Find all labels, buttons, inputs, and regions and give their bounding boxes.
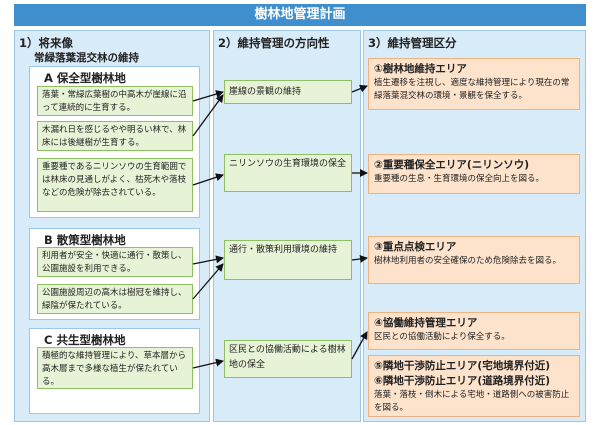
zone-collaborative-maintenance: ④協働維持管理エリア 区民との協働活動により保全する。: [368, 312, 580, 350]
panel-a-title: A 保全型樹林地: [44, 71, 126, 85]
zone-priority-inspection: ③重点点検エリア 樹林地利用者の安全確保のため危険除去を図る。: [368, 236, 580, 284]
direction-walking-environment: 通行・散策利用環境の維持: [224, 240, 352, 280]
zone-4-title: ④協働維持管理エリア: [374, 317, 478, 329]
zone-1-title: ①樹林地維持エリア: [374, 63, 467, 75]
zone-2-desc: 重要種の生息・生育環境の保全向上を図る。: [374, 174, 545, 184]
diagram-title: 樹林地管理計画: [14, 4, 586, 26]
vision-item-b1: 利用者が安全・快適に通行・散策し、公園施設を利用できる。: [37, 247, 193, 277]
direction-nirinsou-habitat: ニリンソウの生育環境の保全: [224, 154, 352, 192]
zone-2-title: ②重要種保全エリア(ニリンソウ): [374, 159, 529, 171]
vision-item-a3: 重要種であるニリンソウの生育範囲では林床の見通しがよく、枯死木や落枝などの危険が…: [37, 158, 193, 212]
panel-c-title: C 共生型樹林地: [44, 333, 126, 347]
zone-1-desc: 植生遷移を注視し、適度な維持管理により現在の常緑落葉混交林の環境・景観を保全する…: [374, 78, 570, 101]
zone-woodland-maintenance: ①樹林地維持エリア 植生遷移を注視し、適度な維持管理により現在の常緑落葉混交林の…: [368, 58, 580, 110]
zone-3-desc: 樹林地利用者の安全確保のため危険除去を図る。: [374, 256, 562, 266]
direction-collaborative-conservation: 区民との協働活動による樹林地の保全: [224, 340, 352, 378]
zone-6-title: ⑥隣地干渉防止エリア(道路境界付近): [374, 375, 550, 387]
zone-key-species-conservation: ②重要種保全エリア(ニリンソウ) 重要種の生息・生育環境の保全向上を図る。: [368, 154, 580, 194]
vision-item-c1: 積極的な維持管理により、草本層から高木層まで多様な植生が保たれている。: [37, 347, 193, 389]
col3-heading: 3）維持管理区分: [368, 36, 457, 50]
zone-5-title: ⑤隣地干渉防止エリア(宅地境界付近): [374, 360, 550, 372]
panel-b-title: B 散策型樹林地: [44, 233, 126, 247]
col1-subheading: 常緑落葉混交林の維持: [34, 52, 139, 64]
col2-heading: 2）維持管理の方向性: [218, 36, 330, 50]
vision-item-b2: 公園施設周辺の高木は樹冠を維持し、緑陰が保たれている。: [37, 284, 193, 314]
zone-neighbor-interference-prevention: ⑤隣地干渉防止エリア(宅地境界付近) ⑥隣地干渉防止エリア(道路境界付近) 落葉…: [368, 355, 580, 417]
vision-item-a1: 落葉・常緑広葉樹の中高木が崖線に沿って連続的に生育する。: [37, 86, 193, 116]
zone-3-title: ③重点点検エリア: [374, 241, 457, 253]
zone-5-6-desc: 落葉・落枝・倒木による宅地・道路側への被害防止を図る。: [374, 390, 570, 413]
vision-item-a2: 木漏れ日を感じるやや明るい林で、林床には後継樹が生育する。: [37, 121, 193, 151]
direction-escarpment-landscape: 崖線の景観の維持: [224, 80, 352, 104]
col1-heading: 1）将来像: [19, 36, 74, 50]
zone-4-desc: 区民との協働活動により保全する。: [374, 332, 510, 342]
